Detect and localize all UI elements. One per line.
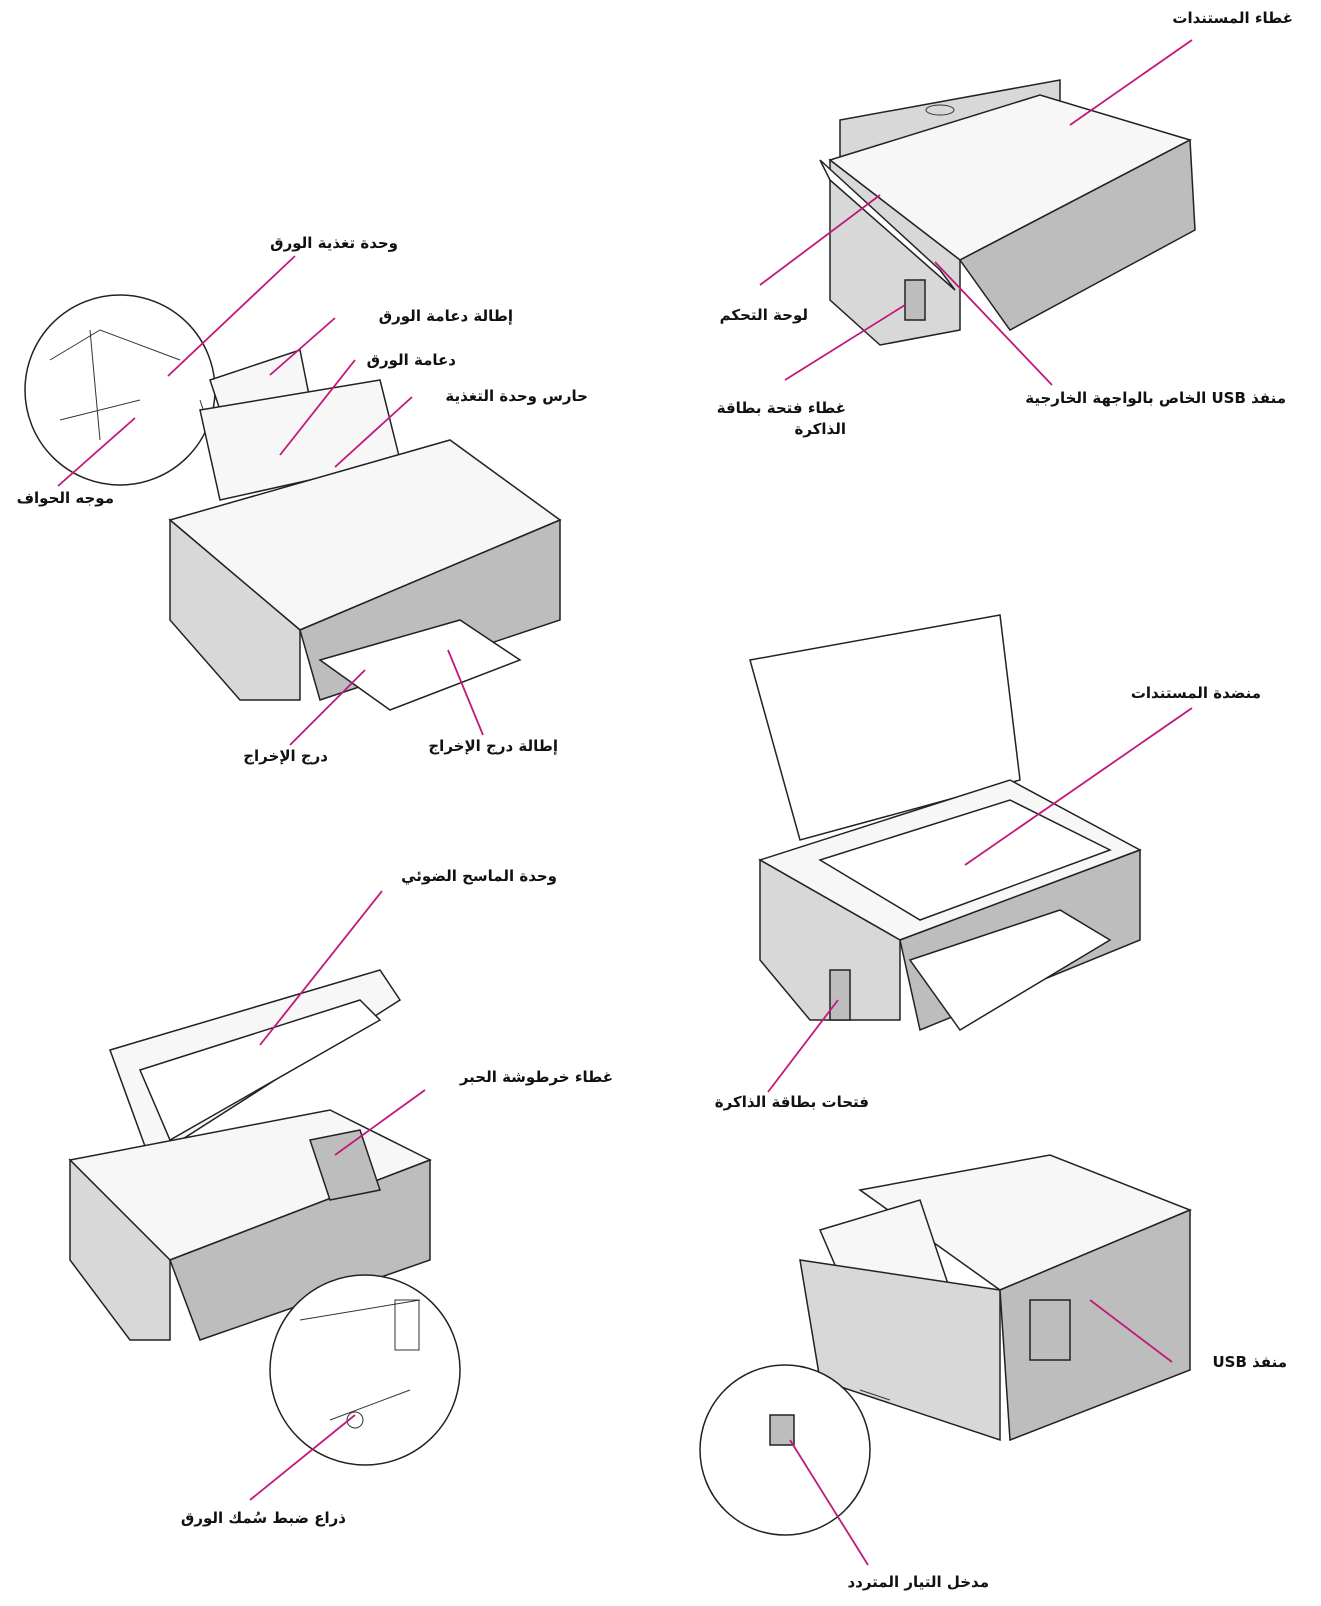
leader-lines xyxy=(57,39,1193,1566)
leader-usb-interface-port xyxy=(934,261,1053,386)
printer-closed-illustration xyxy=(819,79,1196,346)
leader-output-tray xyxy=(289,669,366,746)
leader-document-cover xyxy=(1069,39,1193,126)
label-paper-thickness-lever: ذراع ضبط سُمك الورق xyxy=(180,1509,346,1527)
leader-ac-inlet xyxy=(789,1439,869,1566)
leader-edge-guide xyxy=(57,417,136,487)
label-paper-support-extension: إطالة دعامة الورق xyxy=(378,307,513,325)
label-output-tray-extension: إطالة درج الإخراج xyxy=(428,737,558,755)
leader-paper-thickness-lever xyxy=(249,1414,356,1501)
label-usb-interface-port: منفذ USB الخاص بالواجهة الخارجية xyxy=(1025,389,1286,407)
printer-feeder-illustration xyxy=(24,294,562,711)
label-ink-cartridge-cover: غطاء خرطوشة الحبر xyxy=(459,1068,613,1086)
label-document-cover: غطاء المستندات xyxy=(1172,9,1293,27)
printer-rear-illustration xyxy=(699,1154,1192,1536)
leader-scanner-unit xyxy=(259,890,383,1046)
label-output-tray: درج الإخراج xyxy=(243,747,328,765)
leader-document-table xyxy=(964,707,1193,866)
label-document-table: منضدة المستندات xyxy=(1130,684,1261,702)
leader-sheet-feeder xyxy=(167,255,296,377)
leader-ink-cartridge-cover xyxy=(334,1089,426,1156)
label-usb-port: منفذ USB xyxy=(1212,1353,1287,1371)
label-memory-card-slot-cover: غطاء فتحة بطاقة الذاكرة xyxy=(716,399,846,438)
leader-memory-card-slots xyxy=(767,999,839,1093)
leader-paper-support xyxy=(279,359,356,456)
label-edge-guide: موجه الحواف xyxy=(16,489,114,507)
printer-scanner-open-illustration xyxy=(68,969,461,1466)
label-memory-card-slots: فتحات بطاقة الذاكرة xyxy=(714,1093,869,1111)
label-paper-support: دعامة الورق xyxy=(366,351,456,369)
label-sheet-feeder: وحدة تغذية الورق xyxy=(270,234,398,252)
leader-output-tray-extension xyxy=(447,649,484,736)
label-control-panel: لوحة التحكم xyxy=(719,306,808,324)
label-ac-inlet: مدخل التيار المتردد xyxy=(847,1573,989,1591)
leader-memory-card-slot-cover xyxy=(784,304,906,381)
label-scanner-unit: وحدة الماسح الضوئي xyxy=(401,867,557,885)
leader-control-panel xyxy=(759,194,881,286)
printer-open-lid-illustration xyxy=(749,614,1142,1032)
leader-paper-support-extension xyxy=(269,317,336,376)
leader-usb-port xyxy=(1089,1299,1173,1363)
label-feeder-guard: حارس وحدة التغذية xyxy=(445,387,588,405)
leader-feeder-guard xyxy=(334,396,413,468)
